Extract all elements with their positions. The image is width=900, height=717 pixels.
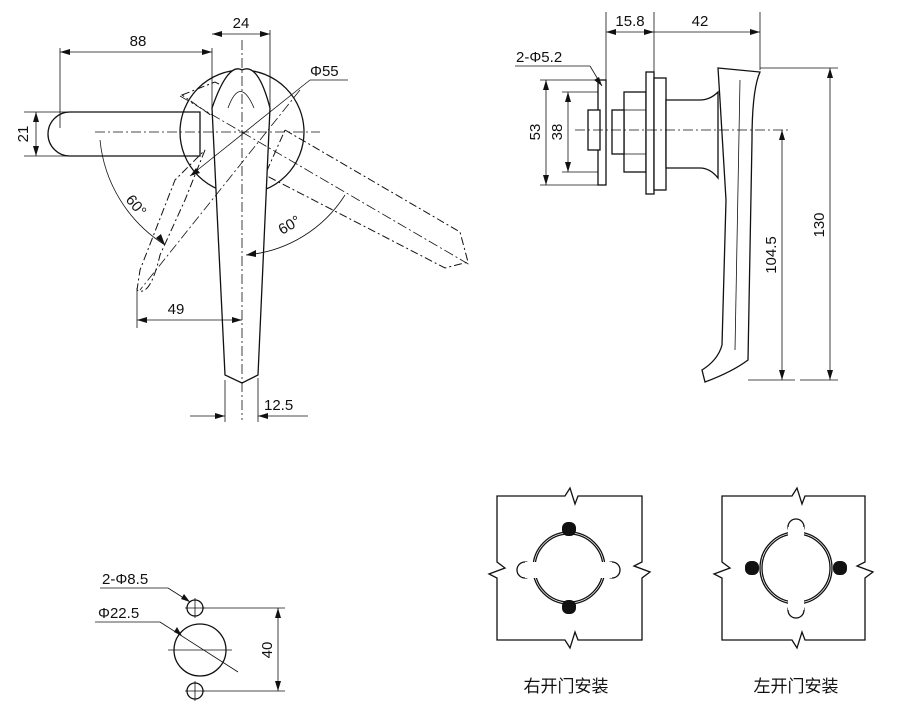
dim-88: 88 [130, 33, 147, 50]
dim-phi-22-5: Φ22.5 [98, 605, 139, 622]
dim-38: 38 [549, 124, 566, 141]
lug-right-left-view [833, 561, 847, 575]
lug-bottom-right-view [562, 600, 576, 614]
dim-2-phi-8-5: 2-Φ8.5 [102, 571, 148, 588]
dim-130: 130 [811, 212, 828, 237]
handle-main-ridge [227, 91, 255, 109]
dim-49: 49 [168, 301, 185, 318]
caption-right-door: 右开门安装 [524, 677, 609, 697]
install-right-door: 右开门安装 [487, 486, 652, 697]
dim-2-phi-5-2: 2-Φ5.2 [516, 49, 562, 66]
cutout-view: 2-Φ8.5 Φ22.5 40 [95, 571, 285, 701]
dim-angle-left: 60° [122, 192, 150, 220]
plate-outline-left [712, 486, 875, 650]
install-left-door: 左开门安装 [712, 486, 875, 697]
dim-21: 21 [15, 126, 32, 143]
dim-104-5: 104.5 [763, 236, 780, 274]
handle-ghost-right [264, 129, 469, 269]
dim-24: 24 [233, 15, 250, 32]
dim-angle-right: 60° [276, 212, 304, 238]
nut [623, 91, 647, 173]
dim-15-8: 15.8 [615, 13, 644, 30]
flange [645, 71, 655, 195]
side-view: 15.8 42 2-Φ5.2 53 38 104.5 [515, 12, 838, 383]
plate-outline-right [487, 486, 652, 650]
lug-left-left-view [745, 561, 759, 575]
handle-ghost-lower-left [136, 149, 206, 292]
front-view: 88 24 Φ55 21 60° 60° 49 [15, 15, 471, 422]
center-line-diag2 [139, 89, 301, 291]
dim-40: 40 [259, 642, 276, 659]
caption-left-door: 左开门安装 [754, 677, 839, 697]
dim-42: 42 [692, 13, 709, 30]
handle-ghost-upper-left [180, 81, 251, 126]
neck [665, 90, 719, 180]
center-line-diag1 [179, 95, 471, 266]
dim-53: 53 [527, 124, 544, 141]
handle-main [211, 68, 271, 384]
dim-12-5: 12.5 [264, 397, 293, 414]
handle-profile [701, 67, 761, 383]
handle-left-position [47, 111, 201, 157]
lug-top-right-view [562, 522, 576, 536]
dim-phi-55: Φ55 [310, 63, 339, 80]
